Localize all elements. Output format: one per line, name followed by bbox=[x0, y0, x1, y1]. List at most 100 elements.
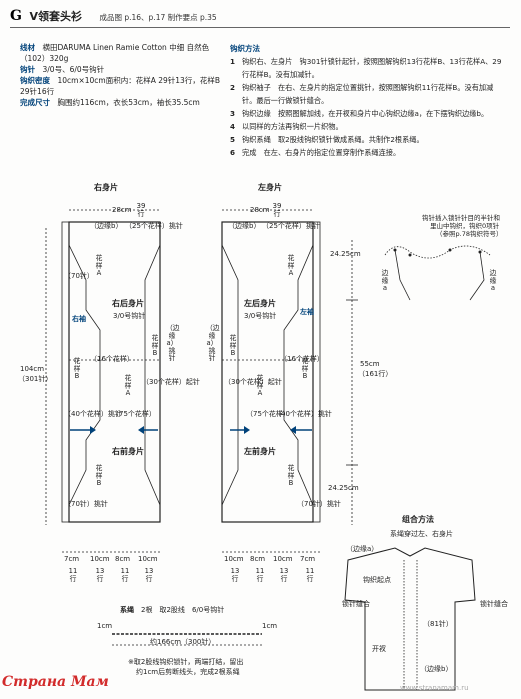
left-pick75: （75个花样） bbox=[246, 410, 290, 418]
right-back: 右后身片 bbox=[112, 299, 144, 308]
left-sleeve: 左袖 bbox=[300, 308, 314, 316]
right-patt-b-mid: 花样B bbox=[151, 334, 159, 358]
watermark: www.stranamam.ru bbox=[400, 684, 469, 692]
header-rule bbox=[10, 27, 510, 28]
cord-note-1: ※取2股线钩织锁针，两端打结，留出 bbox=[128, 658, 244, 666]
header-title: V领套头衫 bbox=[29, 10, 82, 23]
assembly-edge-a: （边缘a） bbox=[346, 545, 379, 553]
mat-yarn: 线材 横田DARUMA Linen Ramie Cotton 中细 自然色（10… bbox=[20, 43, 210, 63]
cord-label: 系绳 2根 取2股线 6/0号钩针 bbox=[120, 606, 225, 614]
header: G V领套头衫 成品图 p.16、p.17 制作要点 p.35 bbox=[10, 8, 217, 24]
right-st70: （70针） bbox=[64, 272, 94, 280]
len-cm: 104cm bbox=[20, 365, 45, 373]
left-hook: 3/0号钩针 bbox=[244, 312, 277, 320]
bottom-r-cm: 7cm bbox=[64, 555, 80, 563]
bottom-l-row: 13行 bbox=[279, 567, 289, 583]
bottom-l-cm: 7cm bbox=[300, 555, 316, 563]
bottom-l-row: 11行 bbox=[305, 567, 315, 583]
bottom-l-cm: 10cm bbox=[273, 555, 293, 563]
bottom-r-row: 11行 bbox=[68, 567, 78, 583]
d55r: （161行） bbox=[358, 370, 393, 378]
right-patt-a-top: 花样A bbox=[95, 254, 103, 278]
cord-note-2: 约1cm后剪断线头，完成2根系绳 bbox=[136, 668, 240, 676]
left-edge-a: （边缘a）挑针 bbox=[206, 324, 220, 363]
left-pick-25: （25个花样）挑针 bbox=[262, 222, 320, 230]
right-chainup: （30个花样）起针 bbox=[142, 378, 200, 386]
bottom-l-row: 13行 bbox=[230, 567, 240, 583]
bottom-l-cm: 8cm bbox=[250, 555, 266, 563]
left-patt-b-bot: 花样B bbox=[287, 464, 295, 488]
cord-len: 约166cm（300针） bbox=[150, 638, 216, 646]
left-pick40: （40个花样）挑针 bbox=[274, 410, 332, 418]
right-edge-b: （边缘b） bbox=[90, 222, 123, 230]
bottom-r-row: 13行 bbox=[95, 567, 105, 583]
d2425b: 24.25cm bbox=[328, 484, 359, 492]
bottom-l-cm: 10cm bbox=[224, 555, 244, 563]
bottom-l-row: 11行 bbox=[255, 567, 265, 583]
d55: 55cm bbox=[360, 360, 380, 368]
right-pick75: （75个花样） bbox=[112, 410, 156, 418]
d2425a: 24.25cm bbox=[330, 250, 361, 258]
tie-note-3: （参照p.78钩织符号） bbox=[436, 230, 503, 238]
tie-edge-a-r: 边缘a bbox=[489, 269, 497, 293]
bottom-r-cm: 10cm bbox=[138, 555, 158, 563]
right-pick70: （70针）挑针 bbox=[64, 500, 108, 508]
assembly-seam-r: 锁针缝合 bbox=[480, 600, 508, 608]
mat-gauge: 钩织密度 10cm×10cm面积内：花样A 29针13行，花样B 29针16行 bbox=[20, 76, 220, 96]
right-patt-a-mid: 花样A bbox=[124, 374, 132, 398]
cord-cm-left: 1cm bbox=[97, 622, 113, 630]
right-patt-b-bot: 花样B bbox=[95, 464, 103, 488]
tie-note-1: 钩针插入锁针针目的半针和 bbox=[422, 214, 500, 222]
left-edge-b: （边缘b） bbox=[228, 222, 261, 230]
bottom-r-cm: 10cm bbox=[90, 555, 110, 563]
right-patt-b-side: 花样B bbox=[73, 357, 81, 381]
mat-hook: 钩针 3/0号、6/0号钩针 bbox=[20, 65, 105, 74]
right-front: 右前身片 bbox=[112, 447, 144, 456]
method-title: 钩织方法 bbox=[230, 44, 260, 53]
right-piece-rows: 39行 bbox=[136, 202, 146, 218]
materials: 线材 横田DARUMA Linen Ramie Cotton 中细 自然色（10… bbox=[20, 42, 230, 108]
left-front: 左前身片 bbox=[244, 447, 276, 456]
right-sleeve: 右袖 bbox=[72, 315, 86, 323]
assembly-title: 组合方法 bbox=[402, 515, 434, 524]
tie-edge-a-l: 边缘a bbox=[381, 269, 389, 293]
left-piece-title: 左身片 bbox=[258, 183, 282, 192]
left-patt-b-side: 花样B bbox=[301, 357, 309, 381]
assembly-edge-b: （边缘b） bbox=[420, 665, 453, 673]
tie-note-2: 里山中钩织，钩织0项针 bbox=[430, 222, 500, 230]
right-edge-a: （边缘a）挑针 bbox=[166, 324, 180, 363]
right-hook: 3/0号钩针 bbox=[113, 312, 146, 320]
bottom-r-row: 13行 bbox=[144, 567, 154, 583]
assembly-st81: （81针） bbox=[423, 620, 453, 628]
assembly-start: 钩织起点 bbox=[363, 576, 391, 584]
mat-size: 完成尺寸 胸围约116cm，衣长53cm，袖长35.5cm bbox=[20, 98, 200, 107]
right-piece-title: 右身片 bbox=[94, 183, 118, 192]
header-ref: 成品图 p.16、p.17 制作要点 p.35 bbox=[99, 13, 217, 22]
assembly-thread: 系绳穿过左、右身片 bbox=[390, 530, 453, 538]
left-back: 左后身片 bbox=[244, 299, 276, 308]
site-logo: Страна Мам bbox=[2, 674, 109, 690]
len-st: （301针） bbox=[18, 375, 53, 383]
left-piece-rows: 39行 bbox=[272, 202, 282, 218]
bottom-r-row: 11行 bbox=[120, 567, 130, 583]
left-pick70: （70针）挑针 bbox=[297, 500, 341, 508]
assembly-open: 开衩 bbox=[372, 645, 386, 653]
left-piece-width: 28cm bbox=[250, 206, 270, 214]
right-pick40: （40个花样）挑针 bbox=[64, 410, 122, 418]
left-patt-a-mid: 花样A bbox=[256, 374, 264, 398]
cord-cm-right: 1cm bbox=[262, 622, 278, 630]
left-patt-b-mid: 花样B bbox=[229, 334, 237, 358]
right-pick16: （16个花样） bbox=[90, 355, 134, 363]
right-piece-width: 28cm bbox=[112, 206, 132, 214]
bottom-r-cm: 8cm bbox=[115, 555, 131, 563]
header-letter: G bbox=[10, 8, 22, 24]
